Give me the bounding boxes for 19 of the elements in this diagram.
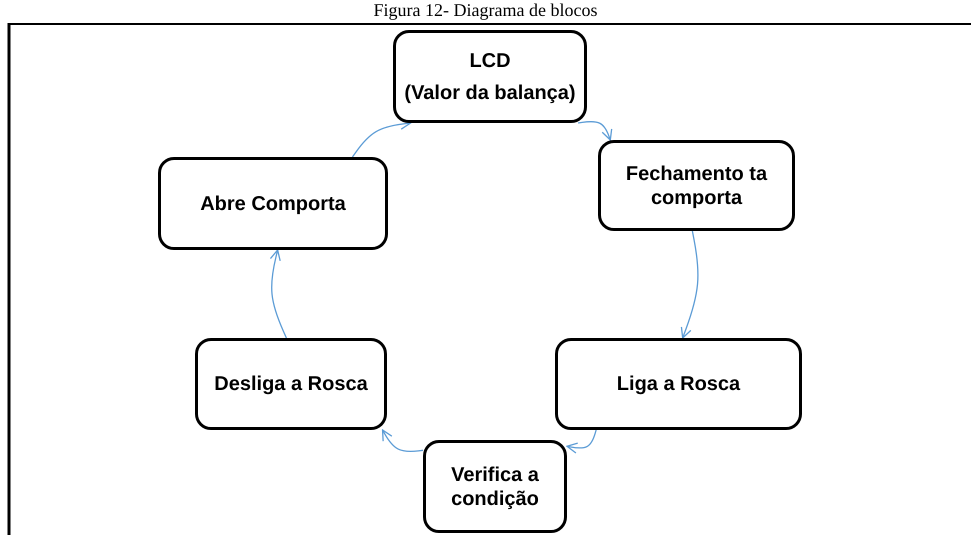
- arrow: [578, 120, 612, 141]
- box-label: Desliga a Rosca: [214, 372, 368, 396]
- process-box: [423, 440, 567, 533]
- arrow: [382, 429, 424, 452]
- box-label: LCD: [469, 48, 511, 72]
- box-label: Abre Comporta: [200, 192, 346, 216]
- arrow: [270, 249, 287, 338]
- box-label: Verifica a condição: [450, 462, 540, 510]
- arrow: [566, 430, 597, 454]
- box-label: Fechamento ta comporta: [624, 162, 768, 210]
- process-box: [555, 338, 802, 430]
- box-label: Liga a Rosca: [616, 372, 740, 396]
- box-label: (Valor da balança): [404, 80, 576, 104]
- figure-title: Figura 12- Diagrama de blocos: [372, 0, 598, 20]
- process-box: [158, 157, 388, 250]
- arrow: [680, 230, 699, 339]
- process-box: [195, 338, 387, 430]
- process-box: [393, 30, 587, 123]
- process-box: [598, 140, 795, 231]
